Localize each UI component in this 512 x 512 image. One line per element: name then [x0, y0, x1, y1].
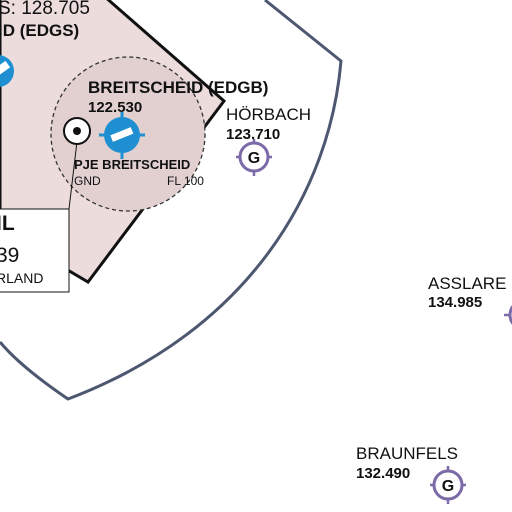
svg-text:G: G: [442, 478, 454, 495]
glider-site-frequency: 132.490: [356, 465, 410, 482]
partial-box-name: IL: [0, 212, 15, 235]
airspace-boundary: [0, 0, 343, 401]
glider-site-icon: G: [504, 305, 512, 325]
pje-upper-limit: FL 100: [167, 174, 204, 188]
pje-name-label: PJE BREITSCHEID: [74, 157, 190, 172]
glider-site-name: HÖRBACH: [226, 105, 311, 124]
airfield-frequency-label: 122.530: [88, 99, 142, 116]
glider-site-name: ASSLARE: [428, 274, 506, 293]
pje-lower-limit: GND: [74, 174, 101, 188]
airfield-icon: [99, 112, 145, 159]
partial-airfield-label: ID (EDGS): [0, 21, 79, 40]
parachute-target-icon: [63, 117, 91, 145]
airfield-icon: [0, 55, 14, 87]
glider-site-name: BRAUNFELS: [356, 444, 458, 463]
partial-label-box: [0, 208, 70, 293]
partial-frequency-label: S: 128.705: [0, 0, 90, 19]
svg-text:G: G: [248, 150, 260, 167]
glider-site-icon: G: [236, 139, 272, 176]
partial-box-region: RLAND: [0, 270, 43, 286]
glider-site-icon: G: [430, 466, 466, 504]
airfield-name-label: BREITSCHEID (EDGB): [88, 78, 268, 97]
glider-site-frequency: 123.710: [226, 126, 280, 143]
glider-site-frequency: 134.985: [428, 294, 482, 311]
partial-box-number: 39: [0, 244, 19, 267]
